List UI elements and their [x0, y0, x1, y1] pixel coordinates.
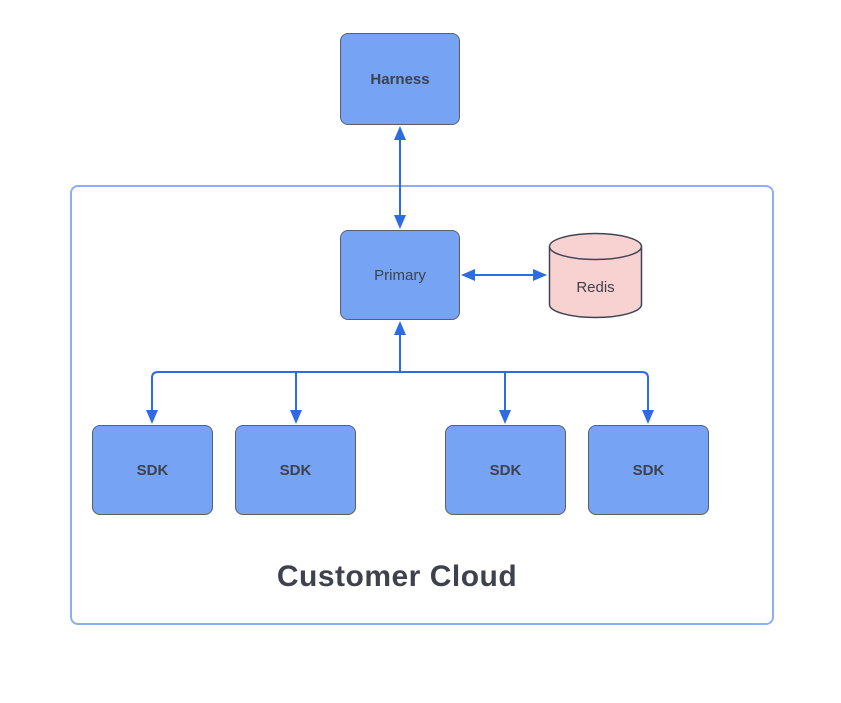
node-harness-label: Harness: [370, 70, 430, 88]
node-sdk-1: SDK: [92, 425, 213, 515]
node-sdk-label: SDK: [489, 461, 522, 479]
arrowhead-up-icon: [394, 126, 406, 140]
node-harness: Harness: [340, 33, 460, 125]
node-redis-label: Redis: [576, 279, 615, 296]
node-sdk-4: SDK: [588, 425, 709, 515]
node-redis: Redis: [548, 232, 643, 319]
node-sdk-3: SDK: [445, 425, 566, 515]
cylinder-top: [548, 232, 643, 261]
cylinder-body: [548, 246, 643, 319]
customer-cloud-label: Customer Cloud: [276, 560, 518, 593]
customer-cloud-container: [70, 185, 774, 625]
node-primary: Primary: [340, 230, 460, 320]
node-sdk-label: SDK: [632, 461, 665, 479]
node-primary-label: Primary: [374, 266, 426, 284]
node-sdk-label: SDK: [136, 461, 169, 479]
node-sdk-label: SDK: [279, 461, 312, 479]
node-sdk-2: SDK: [235, 425, 356, 515]
